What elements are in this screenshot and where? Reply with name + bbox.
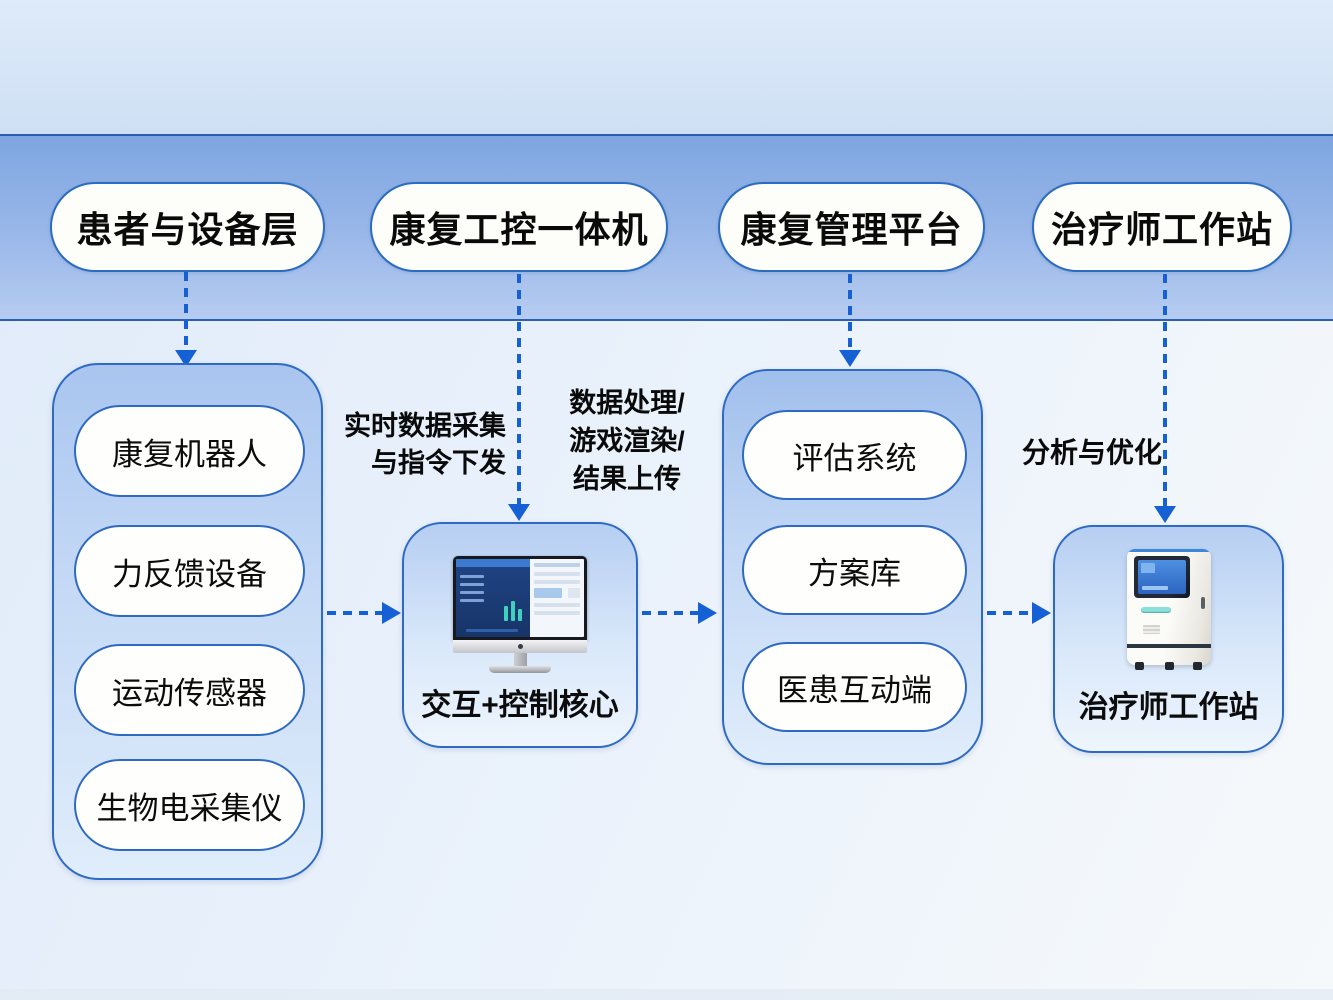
arrow-devices-to-core bbox=[327, 611, 383, 615]
device-side-slot bbox=[1200, 597, 1205, 609]
node-rehab-robot: 康复机器人 bbox=[74, 405, 305, 497]
therapist-station-label: 治疗师工作站 bbox=[1078, 691, 1259, 724]
annotation-line: 游戏渲染/ bbox=[569, 426, 685, 456]
dashboard-bar bbox=[504, 606, 508, 621]
dashboard-row bbox=[460, 583, 484, 586]
monitor-chin bbox=[453, 640, 587, 653]
node-label: 生物电采集仪 bbox=[96, 790, 283, 826]
background-bottom-strip bbox=[0, 989, 1333, 1000]
node-label: 医患互动端 bbox=[777, 672, 932, 708]
node-label: 康复机器人 bbox=[112, 436, 267, 472]
dashboard-row bbox=[460, 599, 484, 602]
node-bioelectric-acquisition: 生物电采集仪 bbox=[74, 759, 305, 851]
medical-workstation-device-icon bbox=[1126, 549, 1211, 670]
node-label: 评估系统 bbox=[792, 440, 917, 476]
top-pill-patient-device-layer: 患者与设备层 bbox=[50, 182, 325, 272]
panel-row bbox=[534, 572, 580, 576]
device-dark-band bbox=[1126, 644, 1211, 648]
top-pill-therapist-workstation: 治疗师工作站 bbox=[1032, 182, 1292, 272]
annotation-data-processing: 数据处理/ 游戏渲染/ 结果上传 bbox=[548, 384, 706, 498]
top-pill-label: 患者与设备层 bbox=[76, 209, 299, 250]
arrow-patient-layer-down bbox=[184, 272, 188, 352]
monitor-stand-base bbox=[489, 666, 551, 673]
device-screen bbox=[1137, 560, 1186, 594]
arrowhead-therapist-icon bbox=[1154, 506, 1176, 523]
monitor-display bbox=[456, 559, 584, 637]
device-grille bbox=[1142, 625, 1160, 634]
dashboard-bar bbox=[518, 609, 522, 621]
device-teal-handle bbox=[1140, 607, 1171, 613]
arrow-core-to-platform bbox=[642, 611, 699, 615]
arrowhead-core-to-platform-icon bbox=[698, 602, 717, 624]
arrowhead-industrial-pc-icon bbox=[508, 504, 530, 521]
box-control-core: 交互+控制核心 bbox=[402, 522, 638, 748]
annotation-line: 数据处理/ bbox=[569, 388, 685, 418]
panel-row bbox=[534, 611, 580, 615]
monitor-screen bbox=[453, 556, 587, 640]
arrowhead-platform-icon bbox=[839, 350, 861, 367]
group-device-layer: 康复机器人 力反馈设备 运动传感器 生物电采集仪 bbox=[52, 363, 323, 880]
dashboard-row bbox=[460, 575, 484, 578]
box-therapist-workstation: 治疗师工作站 bbox=[1053, 525, 1284, 753]
node-doctor-patient-terminal: 医患互动端 bbox=[742, 642, 967, 732]
device-wheel bbox=[1192, 662, 1202, 670]
node-plan-library: 方案库 bbox=[742, 525, 967, 615]
arrow-therapist-down bbox=[1163, 274, 1167, 508]
device-screen-widget bbox=[1140, 563, 1155, 573]
panel-button bbox=[568, 588, 580, 598]
top-pill-label: 康复工控一体机 bbox=[389, 209, 649, 250]
top-pill-label: 康复管理平台 bbox=[740, 209, 963, 250]
dashboard-navbar bbox=[456, 559, 531, 567]
dashboard-row bbox=[460, 591, 484, 594]
node-evaluation-system: 评估系统 bbox=[742, 410, 967, 500]
annotation-analysis-optimization: 分析与优化 bbox=[1021, 437, 1162, 468]
monitor-stand-neck bbox=[513, 653, 527, 666]
top-pill-label: 治疗师工作站 bbox=[1050, 209, 1273, 250]
annotation-line: 实时数据采集 bbox=[344, 411, 506, 441]
device-screen-widget bbox=[1141, 586, 1168, 590]
device-screen-panel bbox=[1133, 556, 1190, 598]
control-core-label: 交互+控制核心 bbox=[421, 689, 619, 722]
annotation-line: 结果上传 bbox=[573, 464, 681, 494]
node-label: 力反馈设备 bbox=[112, 556, 267, 592]
panel-row bbox=[534, 580, 580, 584]
node-label: 方案库 bbox=[808, 555, 901, 591]
arrow-industrial-pc-down bbox=[517, 274, 521, 505]
panel-row bbox=[534, 603, 580, 607]
arrowhead-devices-to-core-icon bbox=[382, 602, 401, 624]
annotation-line: 与指令下发 bbox=[371, 448, 506, 478]
dashboard-dark-pane bbox=[456, 559, 531, 637]
apple-logo-icon bbox=[517, 644, 523, 649]
arrow-platform-down bbox=[848, 274, 852, 352]
annotation-realtime-data: 实时数据采集 与指令下发 bbox=[330, 408, 506, 482]
dashboard-light-pane bbox=[530, 559, 584, 637]
dashboard-bar bbox=[511, 601, 515, 621]
arrowhead-patient-layer-icon bbox=[175, 350, 197, 367]
imac-dashboard-monitor-icon bbox=[453, 556, 587, 673]
top-pill-rehab-industrial-pc: 康复工控一体机 bbox=[370, 182, 668, 272]
node-force-feedback-device: 力反馈设备 bbox=[74, 525, 305, 617]
device-accent-line bbox=[1126, 549, 1211, 552]
top-pill-rehab-management-platform: 康复管理平台 bbox=[718, 182, 985, 272]
device-body bbox=[1126, 549, 1211, 665]
panel-row bbox=[534, 563, 580, 567]
device-wheel bbox=[1134, 662, 1144, 670]
group-management-platform: 评估系统 方案库 医患互动端 bbox=[722, 369, 983, 765]
panel-chart bbox=[534, 588, 563, 598]
background-top bbox=[0, 0, 1333, 134]
dashboard-footer bbox=[466, 629, 518, 632]
arrow-platform-to-station bbox=[987, 611, 1033, 615]
arrowhead-platform-to-station-icon bbox=[1032, 602, 1051, 624]
node-motion-sensor: 运动传感器 bbox=[74, 644, 305, 736]
node-label: 运动传感器 bbox=[112, 675, 267, 711]
device-wheel bbox=[1164, 662, 1174, 670]
